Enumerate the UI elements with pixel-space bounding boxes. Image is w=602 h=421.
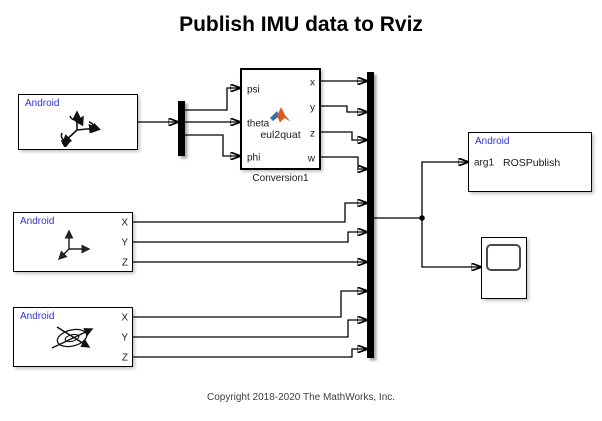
mux-bar[interactable]: [367, 72, 374, 358]
output-port-z: z: [310, 128, 315, 140]
orientation-sensor-icon: [60, 110, 101, 147]
demux-bar[interactable]: [178, 101, 185, 156]
android-label: Android: [20, 216, 55, 227]
matlab-function-name: eul2quat: [260, 129, 301, 141]
wire-demux-psi[interactable]: [185, 88, 240, 111]
wire-accel-y-to-mux[interactable]: [133, 232, 367, 243]
android-label: Android: [25, 98, 60, 109]
wire-gyro-z-to-mux[interactable]: [133, 349, 367, 358]
input-port-theta: theta: [247, 118, 270, 130]
wire-accel-x-to-mux[interactable]: [133, 203, 367, 223]
wire-junction-dot: [419, 215, 425, 221]
input-port-phi: phi: [247, 152, 261, 164]
wire-gyro-x-to-mux[interactable]: [133, 291, 367, 318]
wire-branch-to-scope[interactable]: [421, 218, 481, 267]
wire-quat-w-to-mux[interactable]: [321, 156, 367, 169]
wire-quat-y-to-mux[interactable]: [321, 105, 367, 112]
accelerometer-axes-icon: [57, 229, 91, 261]
android-orientation-sensor-block[interactable]: Android: [18, 94, 138, 150]
android-label: Android: [20, 311, 55, 322]
android-accelerometer-block[interactable]: Android X Y Z: [13, 212, 133, 272]
wire-branch-to-rospublish[interactable]: [421, 162, 468, 218]
wire-quat-z-to-mux[interactable]: [321, 131, 367, 140]
eul2quat-conversion-block[interactable]: psi theta phi x y z w eul2quat: [240, 68, 321, 170]
output-port-z: Z: [121, 352, 128, 364]
output-port-y: Y: [121, 332, 128, 344]
output-port-x: X: [121, 312, 128, 324]
wire-demux-phi[interactable]: [185, 134, 240, 156]
output-port-x: X: [121, 217, 128, 229]
input-port-psi: psi: [247, 84, 260, 96]
output-port-z: Z: [121, 257, 128, 269]
rospublish-label: ROSPublish: [503, 157, 561, 169]
wire-gyro-y-to-mux[interactable]: [133, 320, 367, 338]
rospublish-block[interactable]: Android arg1 ROSPublish: [468, 132, 592, 192]
diagram-title-annotation: Publish IMU data to Rviz: [179, 13, 423, 36]
android-gyroscope-block[interactable]: Android X Y Z: [13, 307, 133, 367]
copyright-annotation: Copyright 2018-2020 The MathWorks, Inc.: [206, 392, 396, 403]
output-port-y: y: [310, 102, 315, 114]
conversion-block-name: Conversion1: [252, 173, 309, 184]
scope-screen: [486, 244, 521, 271]
output-port-w: w: [307, 153, 315, 165]
android-label: Android: [475, 136, 510, 147]
output-port-y: Y: [121, 237, 128, 249]
scope-block[interactable]: [481, 237, 527, 299]
gyroscope-icon: [51, 326, 94, 349]
input-port-arg1: arg1: [474, 157, 495, 169]
output-port-x: x: [310, 77, 315, 89]
matlab-logo-icon: [270, 107, 291, 123]
